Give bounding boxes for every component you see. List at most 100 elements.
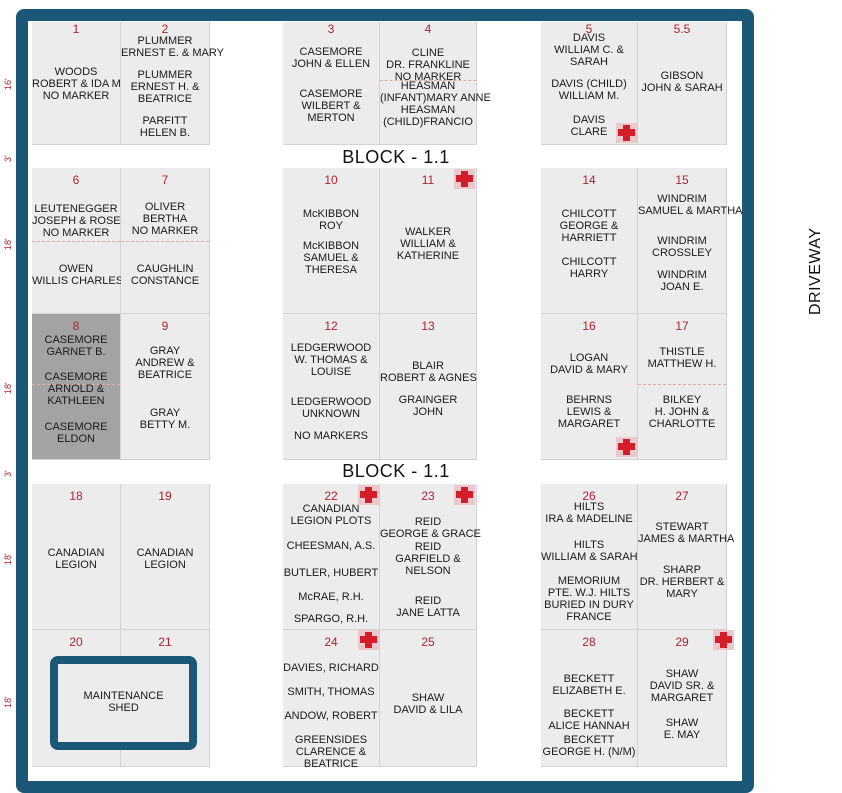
dimension-label: 3': [3, 155, 13, 162]
plot-number: 15: [675, 173, 689, 187]
interment-name-line: LEGION: [144, 559, 186, 571]
interment-name-line: CASEMORE: [299, 88, 363, 100]
interment-name-line: BERTHA: [142, 213, 188, 225]
interment-name-line: LEGION PLOTS: [290, 515, 372, 527]
interment-name-line: GREENSIDES: [294, 734, 368, 746]
interment-name-line: BECKETT: [563, 734, 615, 746]
interment-name-line: SPARGO, R.H.: [293, 613, 369, 625]
interment-name-line: REID: [414, 516, 442, 528]
interment-name-line: IRA & MADELINE: [545, 513, 633, 525]
interment-name-line: DR. HERBERT &: [639, 576, 725, 588]
interment-name-line: CANADIAN: [47, 547, 105, 559]
interment-name-line: MEMORIUM: [557, 575, 621, 587]
interment-name-line: UNKNOWN: [301, 408, 361, 420]
interment-name-line: DAVIS: [572, 32, 606, 44]
plot-number: 29: [675, 635, 689, 649]
interment-name-line: JOAN E.: [660, 281, 704, 293]
interment-name-line: WILLIAM M.: [558, 90, 620, 102]
plot-number: 10: [324, 173, 338, 187]
plot-number: 21: [158, 635, 172, 649]
interment-name-line: DAVIS: [572, 114, 606, 126]
interment-name-line: WILLIAM & SARAH: [541, 551, 638, 563]
plot-number: 27: [675, 489, 689, 503]
plot-number: 2: [161, 22, 169, 36]
interment-name-line: (CHILD)FRANCIO: [383, 116, 473, 128]
plot-number: 7: [161, 173, 169, 187]
interment-name-line: ELDON: [57, 433, 95, 445]
interment-name-line: BUTLER, HUBERT: [283, 567, 379, 579]
interment-name-line: ERNEST H. &: [130, 81, 200, 93]
interment-name-line: WINDRIM: [657, 269, 707, 281]
plot-number: 16: [582, 319, 596, 333]
interment-name-line: OLIVER: [144, 201, 186, 213]
interment-name-line: GRAY: [149, 407, 181, 419]
interment-name-line: WILLIAM &: [400, 238, 456, 250]
interment-name-line: DR. FRANKLINE: [386, 59, 470, 71]
interment-name-line: JAMES & MARTHA: [638, 533, 735, 545]
red-cross-icon: [454, 485, 475, 505]
interment-name-line: CHILCOTT: [561, 208, 617, 220]
interment-name-line: NO MARKER: [42, 90, 110, 102]
interment-name-line: LOUISE: [310, 366, 352, 378]
interment-name-line: STEWART: [655, 521, 709, 533]
driveway-label: DRIVEWAY: [807, 227, 824, 315]
plot-number: 8: [72, 319, 80, 333]
interment-name-line: MARY: [666, 588, 698, 600]
interment-name-line: WALKER: [404, 226, 452, 238]
interment-name-line: ANDREW &: [135, 357, 195, 369]
dimension-label: 18': [3, 238, 13, 250]
interment-name-line: SHAW: [665, 668, 699, 680]
red-cross-icon: [358, 485, 379, 505]
interment-name-line: HARRY: [569, 268, 609, 280]
interment-name-line: BEATRICE: [137, 93, 193, 105]
interment-entry: BUTLER, HUBERT: [283, 567, 379, 579]
interment-name-line: REID: [414, 541, 442, 553]
